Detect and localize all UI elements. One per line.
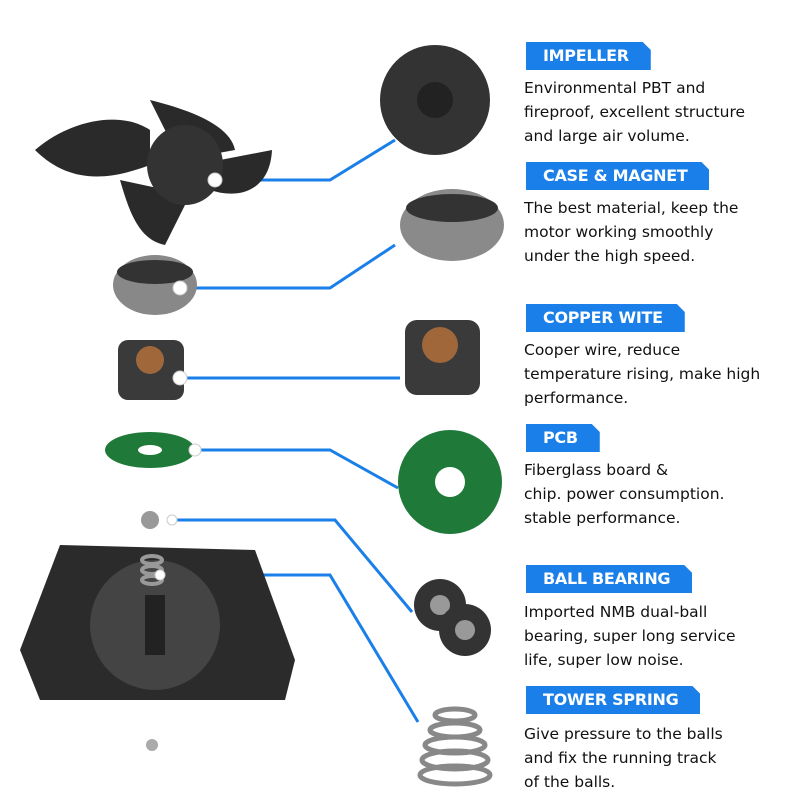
connector-pcb xyxy=(195,448,399,490)
pcb-right xyxy=(398,430,502,534)
impeller-exploded xyxy=(35,100,272,245)
magnet-ring-right xyxy=(400,189,504,261)
impeller-part xyxy=(380,45,490,155)
label-case-magnet: CASE & MAGNET xyxy=(526,162,709,190)
connector-magnet xyxy=(180,243,396,290)
fan-frame xyxy=(20,545,295,700)
label-copper-wite: COPPER WITE xyxy=(526,304,685,332)
stator-left xyxy=(118,340,184,400)
desc-pcb: Fiberglass board &chip. power consumptio… xyxy=(524,461,725,527)
label-impeller: IMPELLER xyxy=(526,42,651,70)
connector-bearing xyxy=(172,518,414,613)
pcb-left xyxy=(105,432,195,468)
label-pcb: PCB xyxy=(526,424,600,452)
tower-spring xyxy=(417,706,493,787)
stator-right xyxy=(405,320,480,395)
ball-bearings xyxy=(414,579,491,656)
label-ball-bearing: BALL BEARING xyxy=(526,565,692,593)
magnet-ring-left xyxy=(113,255,197,315)
label-tower-spring: TOWER SPRING xyxy=(526,686,700,714)
